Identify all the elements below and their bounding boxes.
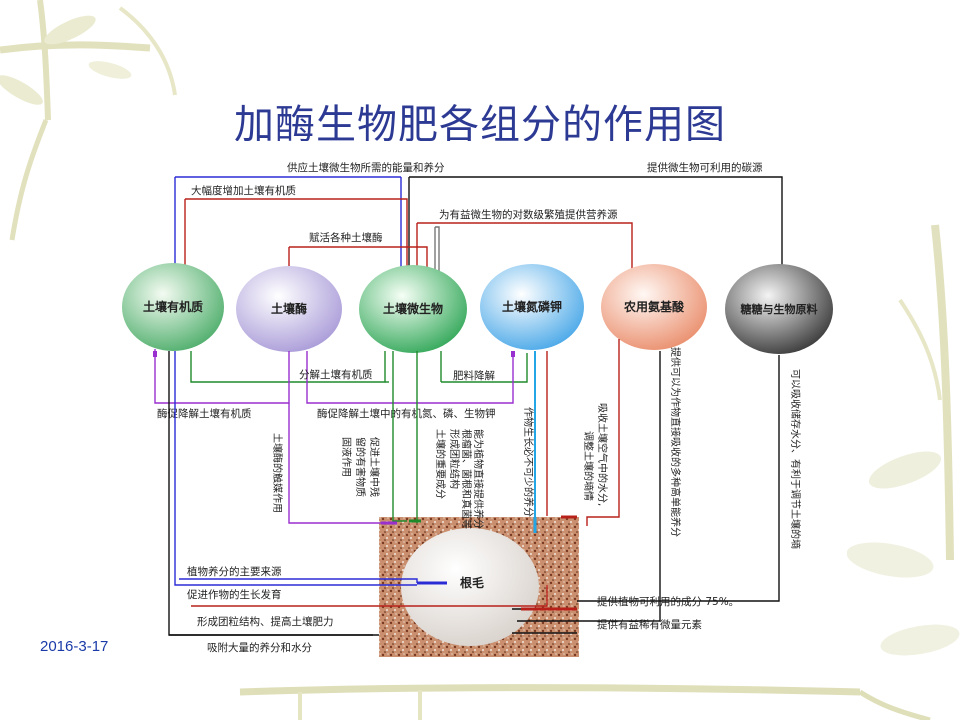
label-absorb-water: 吸收土壤空气中的水分,: [596, 403, 609, 506]
label-aggregate-structure: 形成团粒结构: [448, 429, 461, 489]
label-store-water: 可以吸收储存水分、有利于调节土壤的墒: [789, 369, 802, 549]
label-usable-components: 提供植物可利用的成分 75%。: [597, 595, 739, 608]
bamboo-top-left: [0, 0, 177, 241]
node-soil-enzyme: [236, 266, 342, 352]
node-root-hair: [401, 528, 539, 646]
slide-title: 加酶生物肥各组分的作用图: [234, 102, 726, 148]
label-direct-absorb: 提供可以为作物直接吸收的多种高单能养分: [669, 347, 682, 537]
node-molasses-raw-label: 糖糖与生物原料: [741, 302, 818, 316]
label-adjust-moisture: 调整土壤的墒情: [582, 431, 595, 501]
slide-date: 2016-3-17: [40, 638, 109, 655]
vertical-labels: 土壤酶的触媒作用 促进土壤中残 留的有害物质 固液作用 土壤的重要成分 形成团粒…: [271, 347, 802, 549]
node-amino-acid: [601, 264, 707, 350]
label-rhizobia: 根瘤菌、菌根和真菌等: [460, 429, 473, 529]
middle-connections: [153, 349, 528, 404]
label-supply-energy: 供应土壤微生物所需的能量和养分: [287, 161, 445, 174]
label-main-nutrient-source: 植物养分的主要来源: [187, 565, 282, 578]
label-enzyme-catalyst: 土壤酶的触媒作用: [271, 433, 284, 513]
label-adsorb-nutrients: 吸附大量的养分和水分: [207, 641, 312, 654]
component-function-diagram: 根毛 供应土壤微生物所需的能量和养分 提供微生物可利用的碳源 大幅度增加土壤有机…: [122, 161, 833, 657]
label-important-component: 土壤的重要成分: [434, 429, 447, 499]
label-residue-3: 固液作用: [340, 437, 353, 477]
diagram-panel: 根毛 供应土壤微生物所需的能量和养分 提供微生物可利用的碳源 大幅度增加土壤有机…: [117, 141, 847, 661]
node-molasses-raw: [725, 264, 833, 354]
label-enzyme-degrade-organic: 酶促降解土壤有机质: [157, 407, 252, 420]
node-soil-npk: [480, 264, 584, 350]
label-residue-2: 留的有害物质: [354, 437, 367, 497]
node-amino-acid-label: 农用氨基酸: [623, 299, 685, 314]
label-fertilizer-degrade: 肥料降解: [453, 369, 495, 382]
label-nutrient-source: 为有益微生物的对数级繁殖提供营养源: [439, 208, 618, 221]
label-decompose-organic: 分解土壤有机质: [299, 368, 373, 381]
label-increase-organic: 大幅度增加土壤有机质: [191, 184, 296, 197]
label-essential-nutrients: 作物生长必不可少的养分: [522, 407, 535, 517]
label-residue-1: 促进土壤中残: [368, 437, 381, 497]
label-carbon-source: 提供微生物可利用的碳源: [647, 161, 763, 174]
label-promote-growth: 促进作物的生长发育: [187, 588, 282, 601]
bamboo-bottom: [239, 684, 931, 720]
node-soil-microbe: [359, 265, 467, 353]
node-soil-microbe-label: 土壤微生物: [383, 301, 443, 316]
label-enzyme-degrade-npk: 酶促降解土壤中的有机氮、磷、生物钾: [317, 407, 496, 420]
node-soil-organic-matter: [122, 263, 224, 351]
label-activate-enzymes: 赋活各种土壤酶: [309, 231, 383, 244]
node-soil-npk-label: 土壤氮磷钾: [502, 299, 562, 314]
node-soil-enzyme-label: 土壤酶: [271, 301, 307, 316]
label-improve-fertility: 形成团粒结构、提高土壤肥力: [197, 615, 334, 628]
node-soil-organic-matter-label: 土壤有机质: [143, 299, 203, 314]
label-direct-nutrients: 能为植物直接提供养分: [472, 429, 485, 529]
label-trace-elements: 提供有益稀有微量元素: [597, 618, 702, 631]
entry-marks: [381, 515, 577, 533]
node-root-hair-label: 根毛: [460, 575, 484, 590]
bottom-connections: [169, 578, 577, 636]
top-connections: [174, 176, 783, 276]
bamboo-right: [846, 224, 960, 656]
